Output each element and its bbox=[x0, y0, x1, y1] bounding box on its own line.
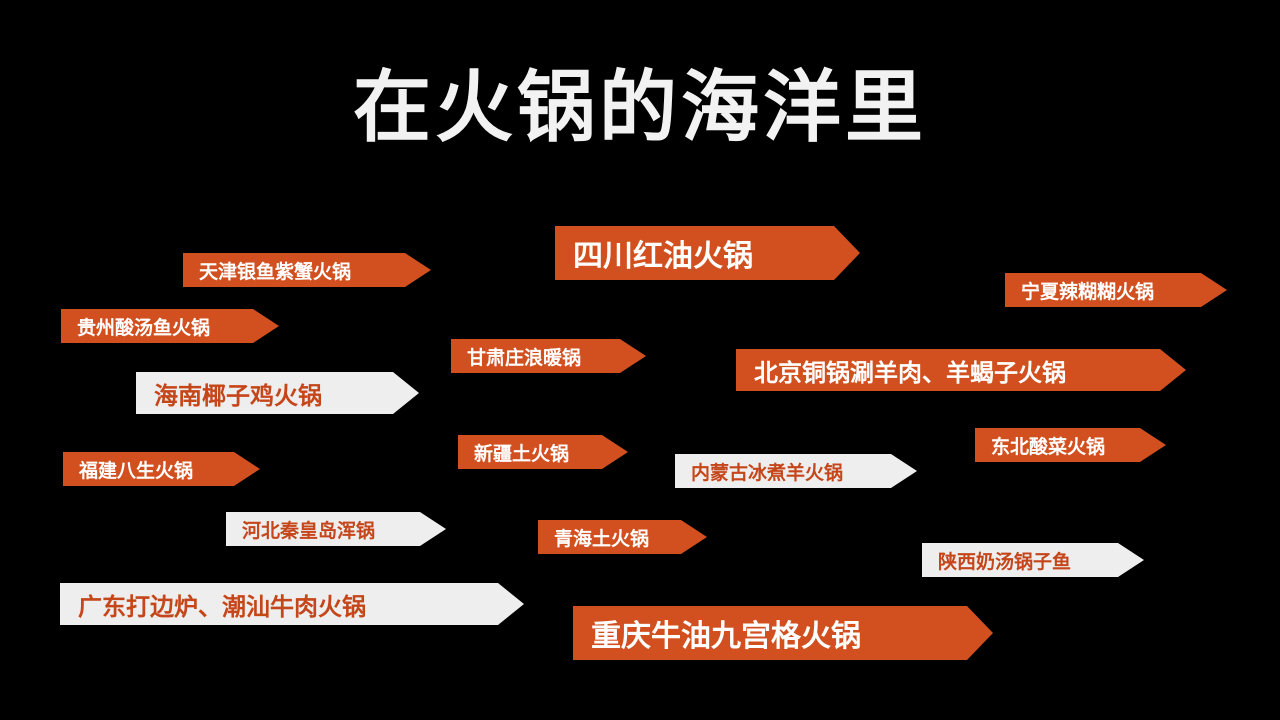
tag-shaanxi-hotpot: 陕西奶汤锅子鱼 bbox=[922, 543, 1144, 577]
tag-guizhou-hotpot: 贵州酸汤鱼火锅 bbox=[61, 309, 279, 343]
tag-ningxia-hotpot: 宁夏辣糊糊火锅 bbox=[1005, 273, 1227, 307]
tag-qinghai-hotpot: 青海土火锅 bbox=[538, 520, 707, 554]
tag-tianjin-hotpot: 天津银鱼紫蟹火锅 bbox=[183, 253, 431, 287]
page-title: 在火锅的海洋里 bbox=[352, 62, 927, 153]
tag-chongqing-hotpot: 重庆牛油九宫格火锅 bbox=[573, 606, 993, 660]
tag-hebei-hotpot: 河北秦皇岛浑锅 bbox=[226, 512, 446, 546]
tag-neimenggu-hotpot: 内蒙古冰煮羊火锅 bbox=[675, 454, 917, 488]
tag-xinjiang-hotpot: 新疆土火锅 bbox=[458, 435, 628, 469]
tag-dongbei-hotpot: 东北酸菜火锅 bbox=[975, 428, 1166, 462]
tag-guangdong-hotpot: 广东打边炉、潮汕牛肉火锅 bbox=[60, 583, 524, 625]
tag-gansu-hotpot: 甘肃庄浪暖锅 bbox=[451, 339, 646, 373]
tag-beijing-hotpot: 北京铜锅涮羊肉、羊蝎子火锅 bbox=[736, 349, 1186, 391]
tag-hainan-hotpot: 海南椰子鸡火锅 bbox=[136, 372, 419, 414]
tag-sichuan-hotpot: 四川红油火锅 bbox=[555, 226, 860, 280]
tag-fujian-hotpot: 福建八生火锅 bbox=[63, 452, 260, 486]
